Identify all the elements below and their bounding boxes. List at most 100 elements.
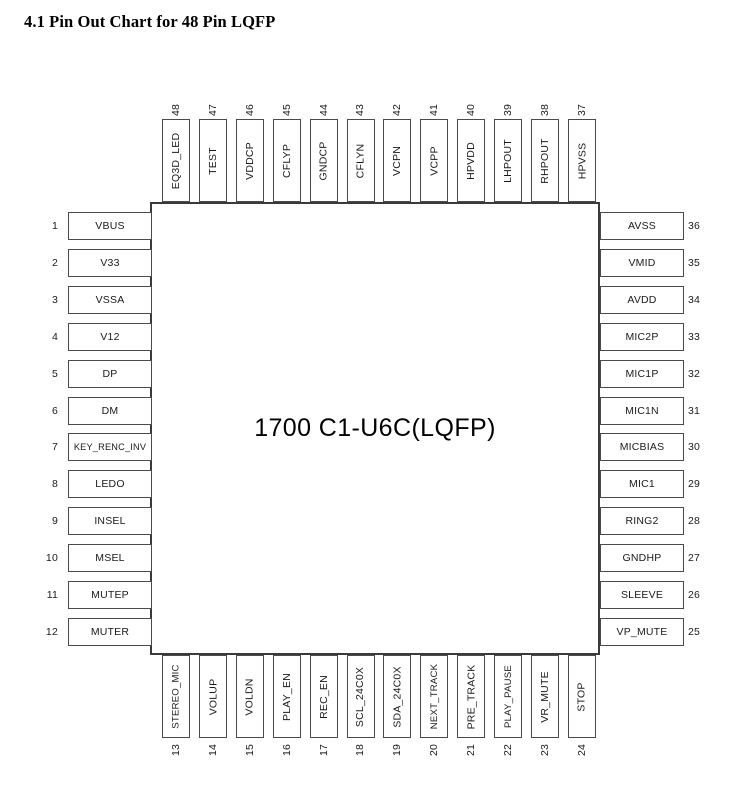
pin-number-text: 22 bbox=[502, 743, 515, 757]
pin-pad-10[interactable]: MSEL bbox=[68, 544, 152, 573]
pin-pad-26[interactable]: SLEEVE bbox=[600, 581, 684, 609]
pin-pad-36[interactable]: AVSS bbox=[600, 212, 684, 240]
pin-pad-47[interactable]: TEST bbox=[198, 119, 227, 202]
pin-pad-46[interactable]: VDDCP bbox=[235, 119, 264, 202]
pin-number-text: 15 bbox=[243, 743, 256, 757]
pin-label-25: VP_MUTE bbox=[616, 625, 668, 638]
pin-label-46: VDDCP bbox=[243, 141, 256, 180]
pin-label-11: MUTEP bbox=[91, 589, 129, 601]
pin-number-24: 24 bbox=[568, 744, 596, 770]
pin-number-text: 17 bbox=[317, 743, 330, 757]
pin-number-33: 33 bbox=[688, 330, 701, 343]
pin-pad-20[interactable]: NEXT_TRACK bbox=[420, 655, 449, 738]
pin-number-45: 45 bbox=[273, 90, 301, 116]
pin-number-41: 41 bbox=[420, 90, 448, 116]
pin-pad-6[interactable]: DM bbox=[68, 396, 152, 425]
pin-pad-44[interactable]: GNDCP bbox=[309, 119, 338, 202]
pin-pad-38[interactable]: RHPOUT bbox=[531, 119, 559, 202]
pin-pad-17[interactable]: REC_EN bbox=[309, 655, 338, 738]
pin-pad-13[interactable]: STEREO_MIC bbox=[162, 655, 190, 738]
pin-number-10: 10 bbox=[45, 552, 58, 565]
pin-pad-27[interactable]: GNDHP bbox=[600, 544, 684, 573]
pin-pad-33[interactable]: MIC2P bbox=[600, 322, 684, 351]
pin-label-12: MUTER bbox=[90, 625, 130, 638]
pin-pad-7[interactable]: KEY_RENC_INV bbox=[68, 433, 152, 462]
pin-number-9: 9 bbox=[51, 515, 58, 528]
pin-pad-23[interactable]: VR_MUTE bbox=[531, 655, 559, 738]
pin-label-1: VBUS bbox=[95, 220, 125, 232]
pin-number-3: 3 bbox=[51, 293, 58, 306]
pin-pad-42[interactable]: VCPN bbox=[383, 119, 412, 202]
pin-pad-40[interactable]: HPVDD bbox=[457, 119, 486, 202]
pin-pad-34[interactable]: AVDD bbox=[600, 285, 684, 314]
pin-pad-30[interactable]: MICBIAS bbox=[600, 433, 684, 462]
pin-label-4: V12 bbox=[100, 330, 120, 343]
pin-pad-15[interactable]: VOLDN bbox=[235, 655, 264, 738]
pin-label-14: VOLUP bbox=[206, 678, 219, 715]
pin-pad-41[interactable]: VCPP bbox=[420, 119, 449, 202]
pin-number-30: 30 bbox=[688, 441, 701, 454]
pin-label-29: MIC1 bbox=[629, 478, 655, 491]
pin-pad-14[interactable]: VOLUP bbox=[198, 655, 227, 738]
pin-pad-45[interactable]: CFLYP bbox=[272, 119, 301, 202]
pin-number-34: 34 bbox=[688, 293, 701, 306]
pin-number-15: 15 bbox=[236, 744, 264, 770]
pin-label-18: SCL_24C0X bbox=[354, 666, 367, 727]
pin-pad-16[interactable]: PLAY_EN bbox=[272, 655, 301, 738]
pin-number-text: 14 bbox=[206, 743, 219, 757]
pin-number-text: 37 bbox=[575, 103, 588, 117]
pin-number-37: 37 bbox=[568, 90, 596, 116]
pin-label-30: MICBIAS bbox=[619, 441, 665, 454]
pin-pad-48[interactable]: EQ3D_LED bbox=[162, 119, 190, 202]
pin-number-17: 17 bbox=[310, 744, 338, 770]
pin-pad-21[interactable]: PRE_TRACK bbox=[457, 655, 486, 738]
pin-pad-24[interactable]: STOP bbox=[567, 655, 596, 738]
pin-pad-32[interactable]: MIC1P bbox=[600, 359, 684, 388]
pin-pad-1[interactable]: VBUS bbox=[68, 212, 152, 240]
pin-pad-2[interactable]: V33 bbox=[68, 248, 152, 277]
pin-label-32: MIC1P bbox=[625, 367, 659, 380]
pin-pad-35[interactable]: VMID bbox=[600, 248, 684, 277]
pin-pad-29[interactable]: MIC1 bbox=[600, 470, 684, 499]
pin-pad-4[interactable]: V12 bbox=[68, 322, 152, 351]
pin-label-13: STEREO_MIC bbox=[170, 664, 182, 729]
pin-number-43: 43 bbox=[347, 90, 375, 116]
pin-number-text: 47 bbox=[206, 103, 219, 117]
pin-pad-12[interactable]: MUTER bbox=[68, 617, 152, 646]
pin-number-text: 16 bbox=[280, 743, 293, 757]
pin-pad-43[interactable]: CFLYN bbox=[346, 119, 375, 202]
pin-number-7: 7 bbox=[51, 441, 58, 454]
pin-pad-5[interactable]: DP bbox=[68, 359, 152, 388]
pin-number-36: 36 bbox=[688, 220, 701, 232]
pin-label-26: SLEEVE bbox=[620, 589, 664, 601]
pin-pad-18[interactable]: SCL_24C0X bbox=[346, 655, 375, 738]
pin-number-text: 20 bbox=[428, 743, 441, 757]
pin-number-47: 47 bbox=[199, 90, 227, 116]
pin-pad-9[interactable]: INSEL bbox=[68, 507, 152, 536]
pin-pad-39[interactable]: LHPOUT bbox=[494, 119, 523, 202]
pin-pad-22[interactable]: PLAY_PAUSE bbox=[494, 655, 523, 738]
pin-number-27: 27 bbox=[688, 552, 701, 565]
pin-label-5: DP bbox=[102, 367, 118, 380]
pin-number-6: 6 bbox=[51, 404, 58, 417]
pin-number-text: 18 bbox=[354, 743, 367, 757]
pin-label-10: MSEL bbox=[95, 552, 125, 565]
pin-number-text: 41 bbox=[428, 103, 441, 117]
pin-label-34: AVDD bbox=[627, 293, 657, 306]
pin-pad-25[interactable]: VP_MUTE bbox=[600, 617, 684, 646]
pin-pad-8[interactable]: LEDO bbox=[68, 470, 152, 499]
pin-pad-19[interactable]: SDA_24C0X bbox=[383, 655, 412, 738]
pin-number-18: 18 bbox=[347, 744, 375, 770]
pin-pad-11[interactable]: MUTEP bbox=[68, 581, 152, 609]
pin-number-5: 5 bbox=[51, 367, 58, 380]
pin-number-text: 44 bbox=[317, 103, 330, 117]
pin-number-26: 26 bbox=[688, 589, 701, 601]
pin-number-21: 21 bbox=[457, 744, 485, 770]
pin-number-text: 19 bbox=[391, 743, 404, 757]
pin-pad-31[interactable]: MIC1N bbox=[600, 396, 684, 425]
pin-number-text: 42 bbox=[391, 103, 404, 117]
pin-label-35: VMID bbox=[628, 256, 656, 269]
pin-pad-3[interactable]: VSSA bbox=[68, 285, 152, 314]
pin-pad-37[interactable]: HPVSS bbox=[567, 119, 596, 202]
pin-pad-28[interactable]: RING2 bbox=[600, 507, 684, 536]
